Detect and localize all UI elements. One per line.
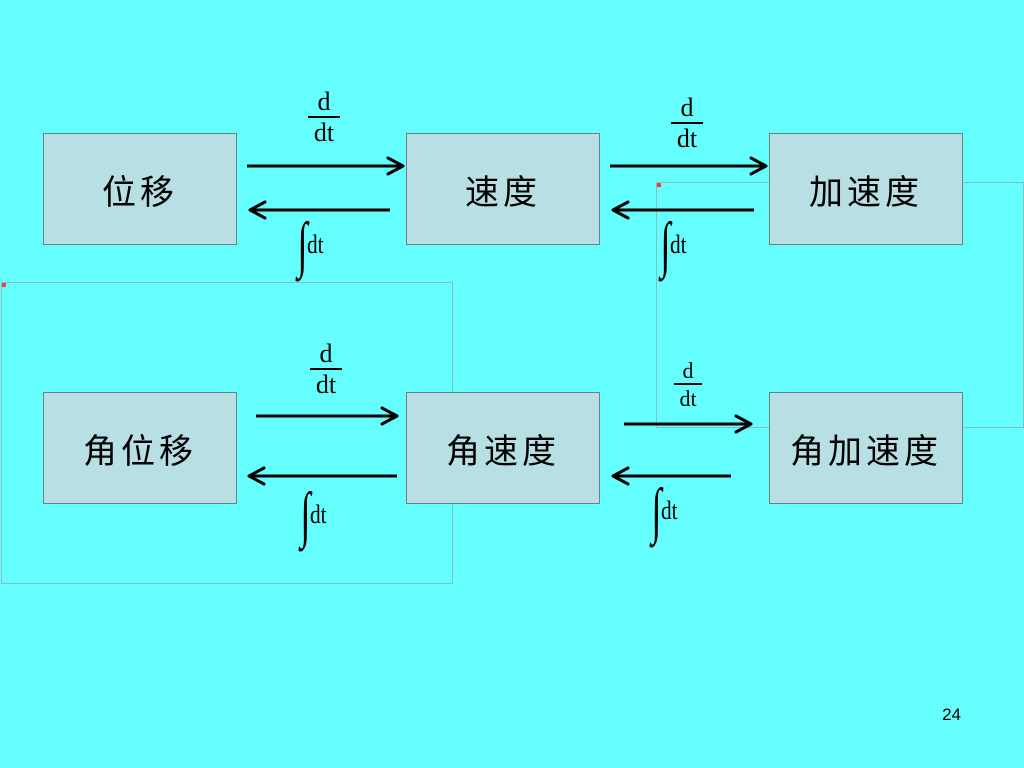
derivative-op-bottom-right: d dt (674, 359, 702, 413)
integral-dt: dt (669, 230, 687, 259)
box-acceleration: 加速度 (769, 133, 963, 245)
page-number: 24 (942, 705, 961, 724)
fraction-bar (671, 122, 703, 124)
derivative-numerator: d (682, 358, 694, 383)
box-angular-acceleration: 角加速度 (769, 392, 963, 504)
fraction-bar (310, 368, 342, 370)
integral-sign: ∫ (660, 211, 671, 279)
derivative-denominator: dt (676, 123, 698, 153)
integral-op-bottom-left: ∫ dt (297, 484, 330, 546)
derivative-denominator: dt (313, 117, 335, 147)
derivative-denominator: dt (315, 369, 337, 399)
derivative-denominator: dt (679, 385, 697, 411)
derivative-op-bottom-left: d dt (310, 340, 342, 400)
broken-image-icon (2, 283, 6, 287)
box-angular-velocity: 角速度 (406, 392, 600, 504)
integral-sign: ∫ (300, 481, 311, 549)
integral-op-top-right: ∫ dt (657, 214, 690, 276)
broken-image-icon (657, 183, 661, 187)
integral-op-bottom-right: ∫ dt (648, 480, 681, 542)
fraction-bar (674, 383, 702, 385)
integral-sign: ∫ (297, 211, 308, 279)
box-displacement: 位移 (43, 133, 237, 245)
derivative-op-top-right: d dt (671, 94, 703, 154)
integral-op-top-left: ∫ dt (294, 214, 327, 276)
derivative-numerator: d (319, 339, 333, 368)
integral-dt: dt (309, 500, 327, 529)
derivative-op-top-left: d dt (308, 88, 340, 148)
fraction-bar (308, 116, 340, 118)
integral-sign: ∫ (651, 477, 662, 545)
derivative-numerator: d (317, 87, 331, 116)
derivative-numerator: d (680, 93, 694, 122)
box-velocity: 速度 (406, 133, 600, 245)
integral-dt: dt (660, 496, 678, 525)
box-angular-displacement: 角位移 (43, 392, 237, 504)
integral-dt: dt (306, 230, 324, 259)
